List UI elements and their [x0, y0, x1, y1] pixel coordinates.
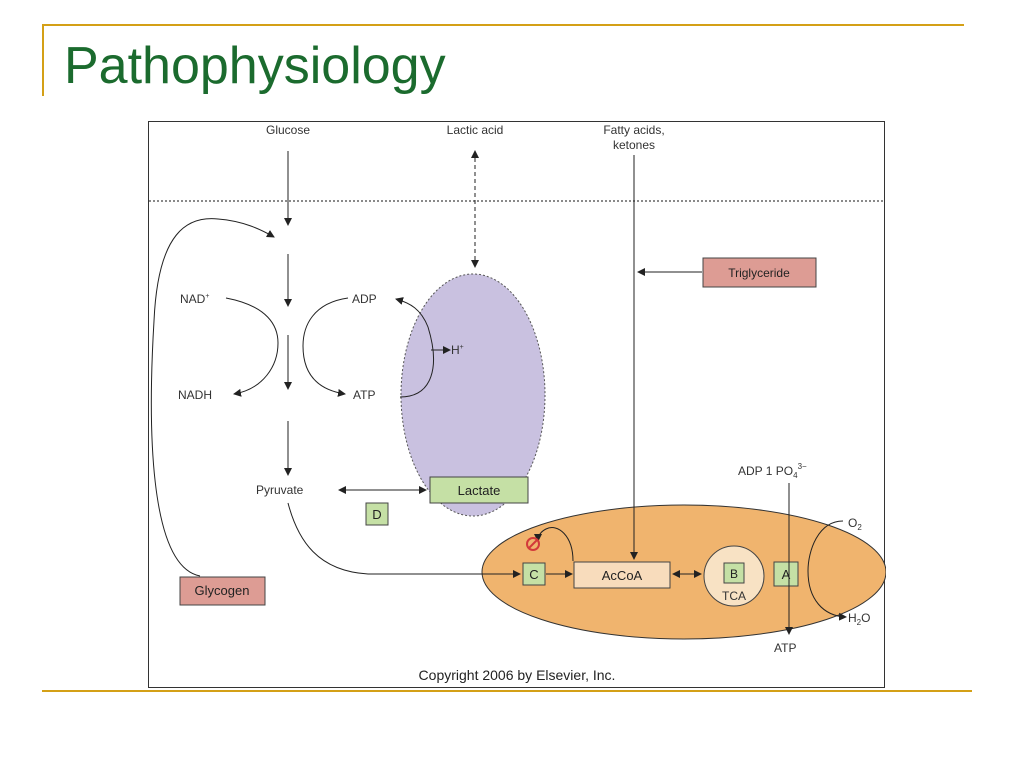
c-box-label: C	[529, 567, 538, 582]
inhibit-icon	[526, 537, 540, 551]
d-box-label: D	[372, 507, 381, 522]
nadh-label: NADH	[178, 388, 212, 402]
nad-plus-label: NAD+	[180, 292, 209, 306]
triglyceride-box	[702, 257, 817, 288]
b-box-label: B	[730, 567, 738, 581]
atp-label: ATP	[353, 388, 375, 402]
slide-title: Pathophysiology	[64, 37, 446, 95]
footer-rule	[42, 690, 972, 692]
inhibit-icon-slash	[528, 539, 538, 549]
a-box	[773, 561, 799, 587]
glycogen-box	[179, 576, 266, 606]
tca-label: TCA	[722, 589, 746, 603]
h2o-label: H2O	[848, 611, 870, 627]
pathophysiology-diagram: Glucose Lactic acid Fatty acids, ketones…	[148, 121, 887, 694]
inhibition-feedback-arrow	[534, 527, 574, 562]
diagram-svg: Glucose Lactic acid Fatty acids, ketones…	[148, 121, 887, 688]
lactate-compartment-oval	[400, 273, 546, 517]
accoa-box-label: AcCoA	[602, 568, 643, 583]
adp-po4-label: ADP 1 PO43−	[738, 462, 807, 480]
o2-label: O2	[848, 516, 862, 532]
copyright-label: Copyright 2006 by Elsevier, Inc.	[419, 667, 616, 683]
glucose-label: Glucose	[266, 123, 310, 137]
d-box	[365, 502, 389, 526]
b-box	[723, 562, 745, 584]
lactate-box	[429, 476, 529, 504]
nad-to-nadh-arrow	[225, 297, 279, 397]
h-plus-label: H+	[451, 343, 464, 357]
lactate-box-label: Lactate	[458, 483, 501, 498]
fatty-acids-label: Fatty acids,	[603, 123, 664, 137]
triglyceride-box-label: Triglyceride	[728, 266, 790, 280]
atp-hydrolysis-arrow	[395, 297, 434, 398]
accoa-box	[573, 561, 671, 589]
atp-output-label: ATP	[774, 641, 796, 655]
pyruvate-label: Pyruvate	[256, 483, 304, 497]
ketones-label: ketones	[613, 138, 655, 152]
lactic-acid-label: Lactic acid	[447, 123, 504, 137]
glycogen-box-label: Glycogen	[195, 583, 250, 598]
adp-to-atp-arrow	[302, 297, 349, 397]
glycogen-loop-arrow	[150, 218, 275, 577]
a-box-label: A	[782, 567, 791, 582]
c-box	[522, 562, 546, 586]
adp-label: ADP	[352, 292, 377, 306]
title-rule-top	[42, 24, 964, 26]
oxygen-to-water-arrow	[807, 520, 847, 621]
title-rule-left	[42, 24, 44, 96]
pyruvate-to-mitochondria-arrow	[287, 502, 521, 578]
